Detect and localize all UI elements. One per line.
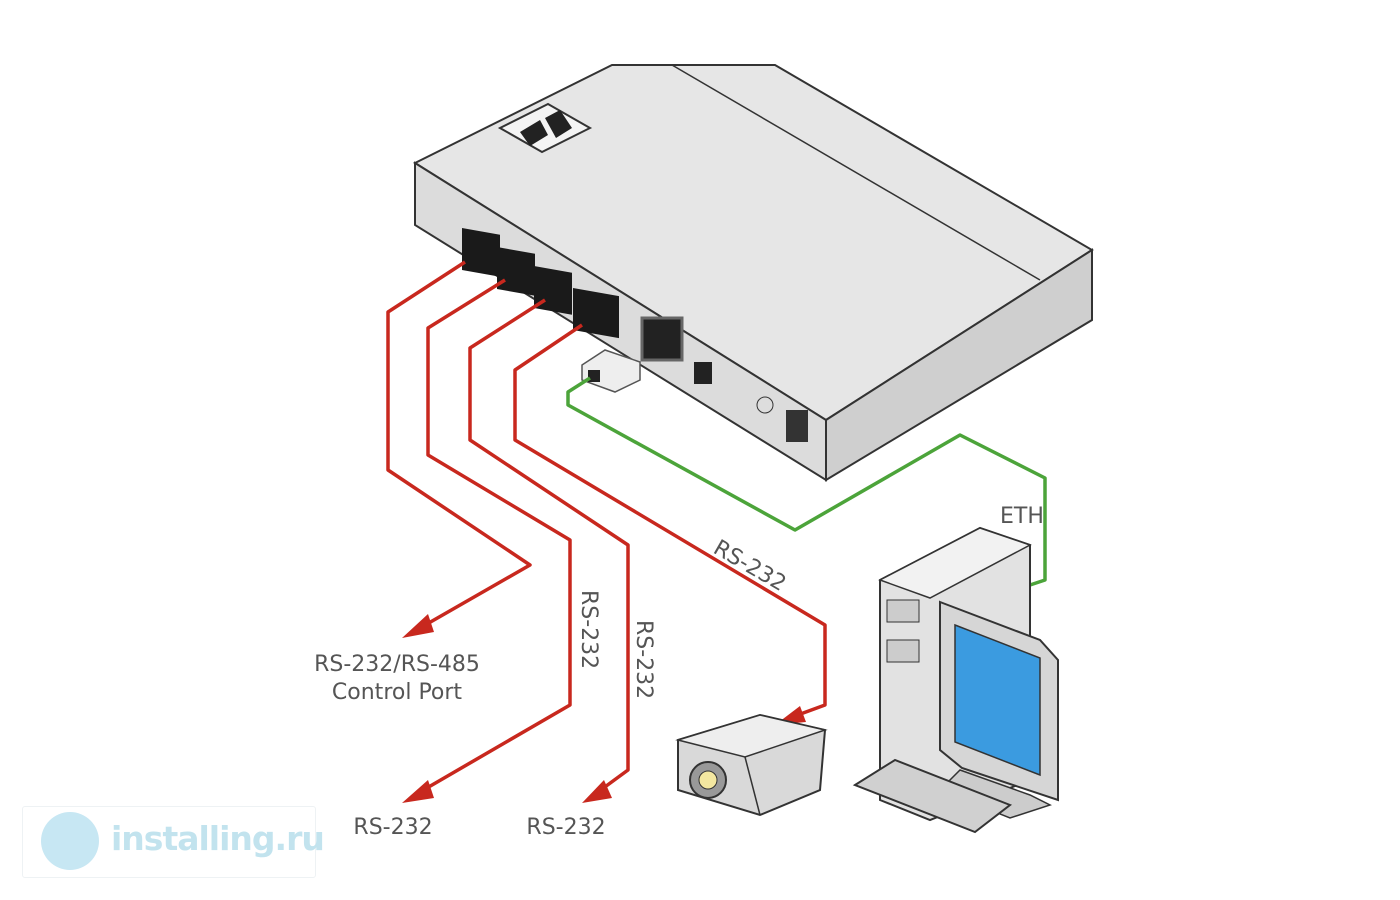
label-rs232-vertical-2: RS-232 (631, 620, 656, 699)
monitor-screen (954, 623, 1041, 777)
computer (852, 526, 1059, 834)
cable-control-port (386, 260, 532, 630)
ethernet-port (640, 316, 684, 362)
cable-ethernet (566, 376, 1047, 587)
arrow-control-port (402, 614, 434, 638)
label-rs232-vertical-1: RS-232 (576, 590, 601, 669)
ethernet-adapter (581, 349, 641, 393)
cable-rs232-1 (419, 278, 572, 794)
arrow-rs232-1 (402, 780, 434, 803)
watermark-text: installing.ru (111, 819, 325, 858)
cable-rs232-projector (513, 323, 827, 718)
label-control-port-line2: Control Port (332, 680, 463, 705)
brand-logo (497, 102, 593, 154)
label-rs232-projector: RS-232 (709, 536, 790, 597)
keyboard (852, 758, 1013, 834)
watermark: installing.ru (22, 806, 325, 878)
label-rs232-bottom-1: RS-232 (353, 815, 432, 840)
watermark-logo-icon (41, 812, 99, 870)
control-device (412, 64, 1094, 482)
label-rs232-bottom-2: RS-232 (526, 815, 605, 840)
power-jack (786, 410, 808, 442)
serial-port-terminals (462, 228, 619, 339)
reset-button (756, 396, 774, 414)
projector (675, 713, 828, 817)
label-control-port-line1: RS-232/RS-485 (314, 652, 480, 677)
arrow-rs232-2 (582, 780, 612, 803)
label-eth: ETH (1000, 504, 1044, 529)
cable-rs232-2 (468, 298, 630, 794)
usb-port (694, 362, 712, 384)
